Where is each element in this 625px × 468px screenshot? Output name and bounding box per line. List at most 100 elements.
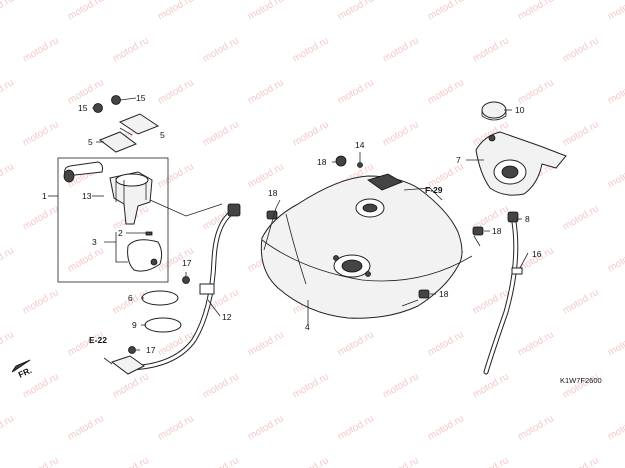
watermark-text: motod.ru <box>471 371 511 400</box>
watermark-text: motod.ru <box>471 455 511 468</box>
callout-18-right: 18 <box>492 226 502 236</box>
watermark-text: motod.ru <box>606 0 625 23</box>
callout-10: 10 <box>515 105 525 115</box>
watermark-text: motod.ru <box>156 161 196 190</box>
callout-15-lower: 15 <box>78 103 88 113</box>
watermark-text: motod.ru <box>0 329 16 358</box>
watermark-text: motod.ru <box>201 119 241 148</box>
tube-joint-8 <box>507 211 519 223</box>
watermark-text: motod.ru <box>0 161 16 190</box>
setting-plates <box>93 95 160 153</box>
tank-top-bracket <box>367 173 403 191</box>
watermark-text: motod.ru <box>0 245 16 274</box>
fuel-tank <box>260 173 473 319</box>
callout-17-lower: 17 <box>146 345 156 355</box>
tank-body <box>260 175 463 319</box>
watermark-text: motod.ru <box>246 0 286 23</box>
watermark-text: motod.ru <box>156 0 196 23</box>
watermark-text: motod.ru <box>381 35 421 64</box>
watermark-text: motod.ru <box>66 413 106 442</box>
watermark-text: motod.ru <box>246 329 286 358</box>
watermark-text: motod.ru <box>246 413 286 442</box>
tube-clip <box>511 267 523 275</box>
pump-flange <box>115 173 149 187</box>
watermark-text: motod.ru <box>606 329 625 358</box>
watermark-text: motod.ru <box>291 119 331 148</box>
ref-f29: F-29 <box>425 185 443 195</box>
watermark-text: motod.ru <box>291 455 331 468</box>
watermark-text: motod.ru <box>111 455 151 468</box>
watermark-text: motod.ru <box>426 413 466 442</box>
fuel-feed-hose <box>110 203 241 375</box>
watermark-text: motod.ru <box>0 413 16 442</box>
watermark-text: motod.ru <box>561 287 601 316</box>
diagram-code: K1W7F2600 <box>560 376 602 385</box>
watermark-text: motod.ru <box>561 119 601 148</box>
watermark-text: motod.ru <box>0 0 16 23</box>
o-ring-9 <box>144 317 182 333</box>
strainer-cap <box>63 169 75 183</box>
fuel-strainer <box>64 161 103 177</box>
fuel-pump-assembly <box>57 157 169 283</box>
watermark-text: motod.ru <box>606 413 625 442</box>
leader-lines <box>48 97 529 365</box>
o-ring-6 <box>141 290 179 306</box>
grommet-18-right <box>472 226 484 236</box>
front-direction-indicator: FR. <box>11 359 33 380</box>
watermark-text: motod.ru <box>561 455 601 468</box>
callout-8: 8 <box>525 214 530 224</box>
callout-7: 7 <box>456 155 461 165</box>
callout-5-upper: 5 <box>160 130 165 140</box>
callout-18-bottom: 18 <box>439 289 449 299</box>
callout-17-upper: 17 <box>182 258 192 268</box>
setting-plate-lower <box>98 131 138 153</box>
watermark-text: motod.ru <box>426 77 466 106</box>
callout-18-left: 18 <box>268 188 278 198</box>
watermark-text: motod.ru <box>246 161 286 190</box>
watermark-text: motod.ru <box>21 119 61 148</box>
watermark-text: motod.ru <box>381 455 421 468</box>
watermark-text: motod.ru <box>426 0 466 23</box>
watermark-text: motod.ru <box>336 77 376 106</box>
watermark-text: motod.ru <box>156 77 196 106</box>
bolt-17-lower <box>128 346 136 354</box>
nut-15-lower <box>93 103 103 113</box>
watermark-text: motod.ru <box>21 35 61 64</box>
grommet-18-top <box>335 155 347 167</box>
screw-14 <box>357 162 363 168</box>
callout-2: 2 <box>118 228 123 238</box>
watermark-text: motod.ru <box>606 161 625 190</box>
hose-connector-bottom <box>110 355 145 375</box>
watermark-text: motod.ru <box>336 0 376 23</box>
callout-3: 3 <box>92 237 97 247</box>
callout-1: 1 <box>42 191 47 201</box>
watermark-text: motod.ru <box>156 413 196 442</box>
callout-12: 12 <box>222 312 232 322</box>
watermark-text: motod.ru <box>21 203 61 232</box>
watermark-text: motod.ru <box>471 35 511 64</box>
watermark-text: motod.ru <box>291 35 331 64</box>
watermark-text: motod.ru <box>66 0 106 23</box>
grommet-18-left <box>266 210 278 220</box>
callout-15-upper: 15 <box>136 93 146 103</box>
watermark-text: motod.ru <box>561 203 601 232</box>
drain-tube <box>483 211 523 375</box>
fuel-filler-cap <box>481 101 507 119</box>
watermark-text: motod.ru <box>111 35 151 64</box>
watermark-text: motod.ru <box>246 77 286 106</box>
watermark-text: motod.ru <box>606 77 625 106</box>
watermark-text: motod.ru <box>336 329 376 358</box>
watermark-text: motod.ru <box>516 329 556 358</box>
watermark-text: motod.ru <box>21 455 61 468</box>
watermark-text: motod.ru <box>561 35 601 64</box>
watermark-text: motod.ru <box>0 77 16 106</box>
callout-18-top: 18 <box>317 157 327 167</box>
watermark-text: motod.ru <box>201 455 241 468</box>
watermark-text: motod.ru <box>426 329 466 358</box>
callout-6: 6 <box>128 293 133 303</box>
callout-5-lower: 5 <box>88 137 93 147</box>
watermark-text: motod.ru <box>111 371 151 400</box>
assembly-bracket-box <box>57 157 169 283</box>
